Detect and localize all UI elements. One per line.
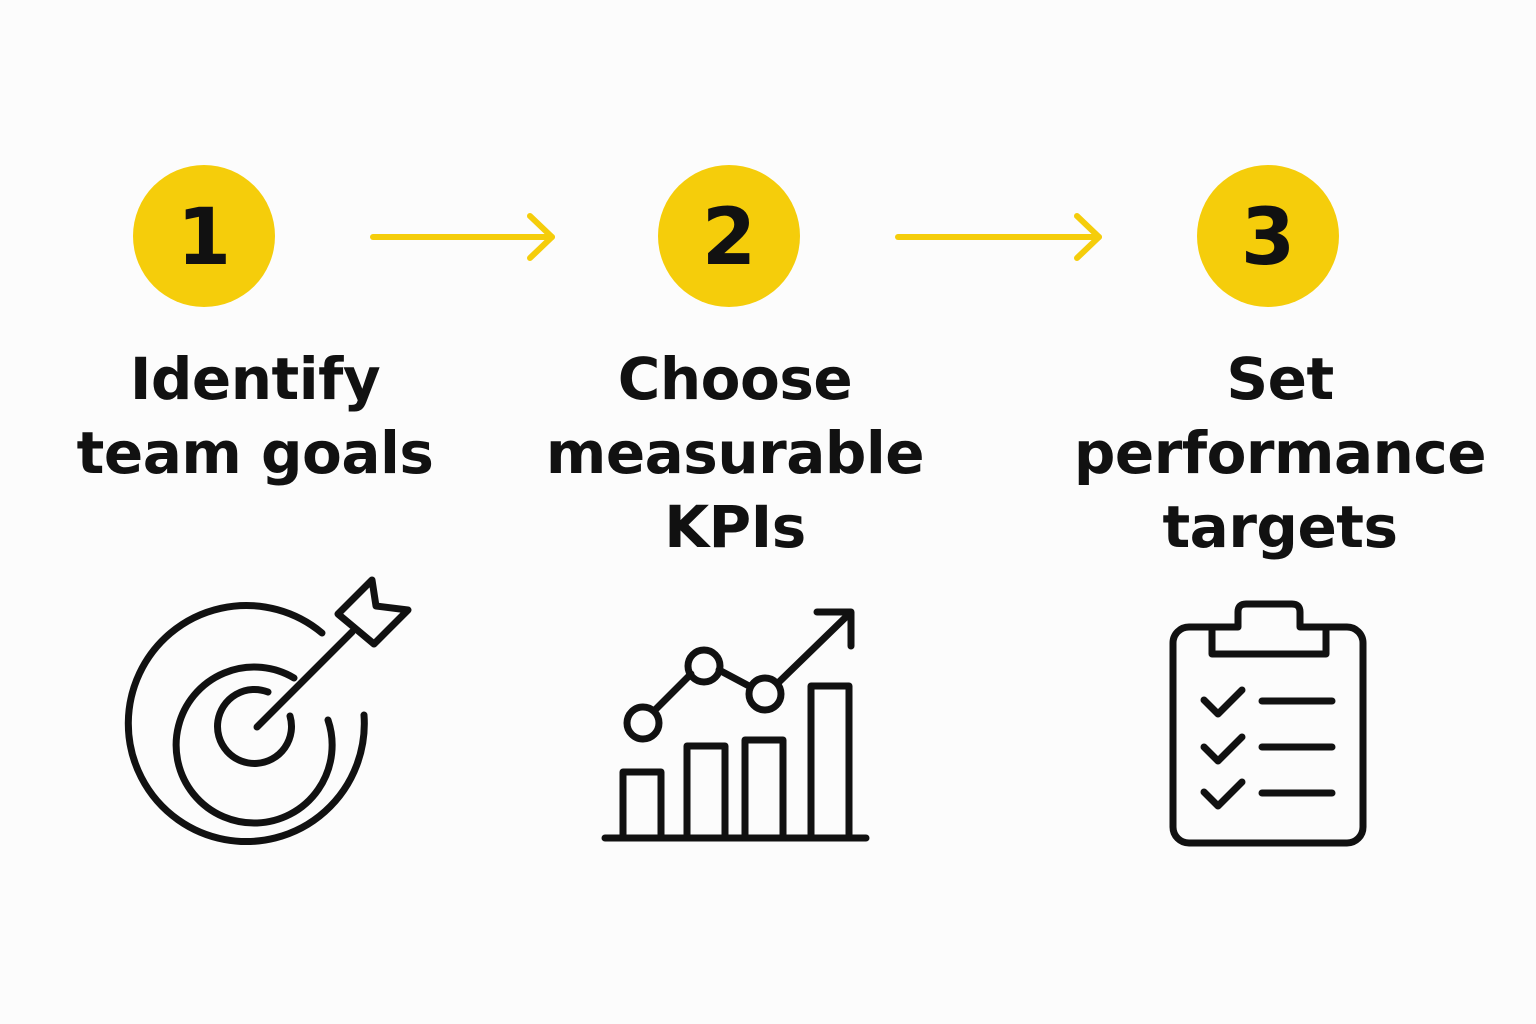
step-1-label: Identify team goals bbox=[55, 342, 455, 490]
arrow-right-icon bbox=[895, 213, 1102, 261]
arrow-right-icon bbox=[370, 213, 555, 261]
step-2-label-line: Choose bbox=[617, 345, 853, 413]
step-3-label: Set performance targets bbox=[1055, 342, 1505, 564]
step-1-number: 1 bbox=[176, 193, 232, 283]
step-2-number: 2 bbox=[701, 193, 757, 283]
target-arrow-icon bbox=[124, 576, 412, 845]
bar-line-chart-icon bbox=[601, 608, 870, 842]
clipboard-checklist-icon bbox=[1169, 600, 1367, 847]
step-2-number-badge: 2 bbox=[658, 165, 800, 307]
step-2-label: Choose measurable KPIs bbox=[520, 342, 950, 564]
step-1-label-line: team goals bbox=[76, 419, 434, 487]
step-2-label-line: measurable bbox=[545, 419, 925, 487]
step-3-label-line: performance bbox=[1073, 419, 1487, 487]
step-1-number-badge: 1 bbox=[133, 165, 275, 307]
step-2-label-line: KPIs bbox=[664, 493, 806, 561]
step-3-number: 3 bbox=[1240, 193, 1296, 283]
step-3-label-line: Set bbox=[1226, 345, 1334, 413]
step-3-number-badge: 3 bbox=[1197, 165, 1339, 307]
step-3-label-line: targets bbox=[1162, 493, 1398, 561]
step-1-label-line: Identify bbox=[129, 345, 381, 413]
